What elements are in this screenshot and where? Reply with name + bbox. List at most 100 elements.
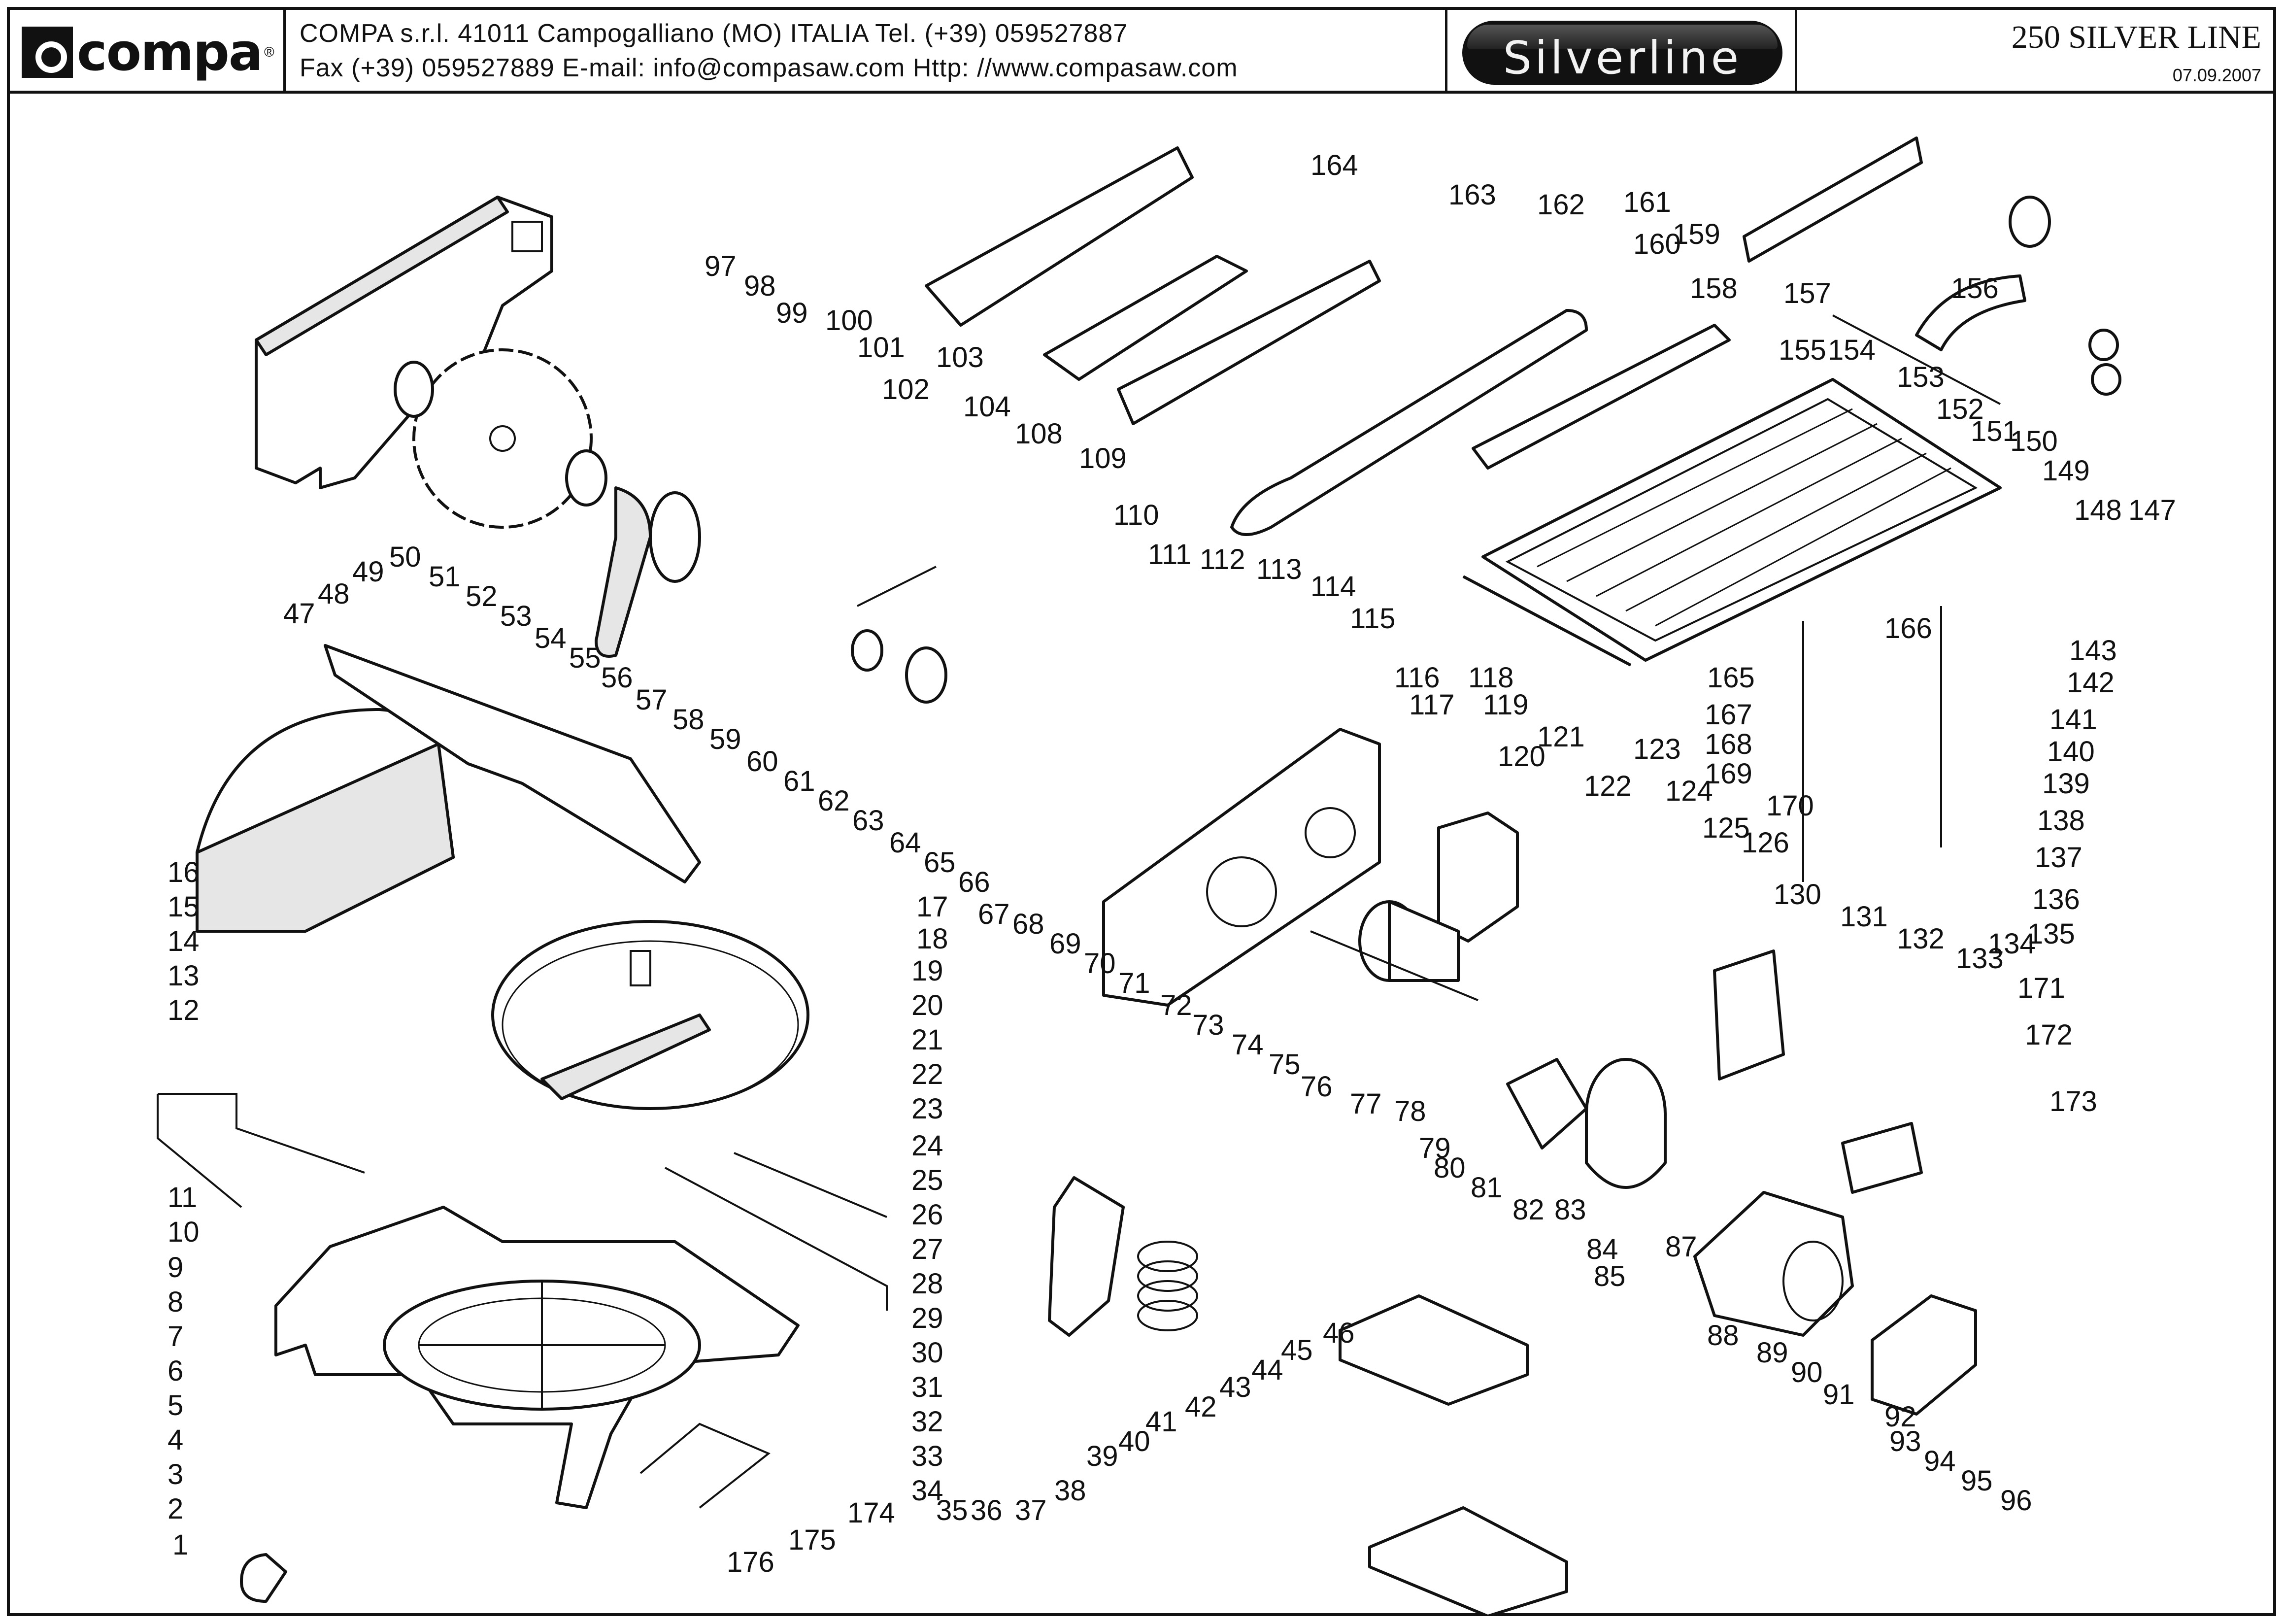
part-number-78: 78 (1394, 1095, 1426, 1127)
part-number-97: 97 (705, 250, 737, 282)
part-number-176: 176 (727, 1546, 774, 1578)
mitre-gauge (1915, 274, 2026, 351)
part-number-19: 19 (911, 955, 943, 987)
left-extension-bar (157, 1093, 365, 1208)
part-number-56: 56 (601, 662, 633, 694)
torsion-spring (1137, 1241, 1198, 1331)
knob-cap (2091, 363, 2121, 396)
part-number-130: 130 (1774, 879, 1821, 911)
part-number-14: 14 (168, 925, 200, 957)
part-number-39: 39 (1086, 1440, 1118, 1472)
part-number-65: 65 (924, 846, 956, 879)
part-number-59: 59 (709, 723, 741, 755)
part-number-11: 11 (168, 1182, 197, 1214)
part-number-8: 8 (168, 1286, 183, 1318)
part-number-55: 55 (569, 642, 601, 674)
part-number-32: 32 (911, 1406, 943, 1438)
address-cell: COMPA s.r.l. 41011 Campogalliano (MO) IT… (286, 10, 1447, 91)
part-number-122: 122 (1584, 770, 1632, 802)
part-number-150: 150 (2010, 425, 2058, 457)
saw-base (274, 1206, 800, 1509)
exploded-view-drawing: 1234567891011121314151617181920212223242… (157, 136, 2176, 1618)
side-cover (1117, 260, 1381, 425)
part-number-118: 118 (1468, 662, 1513, 694)
part-number-25: 25 (911, 1164, 943, 1196)
part-number-41: 41 (1145, 1406, 1177, 1438)
part-number-142: 142 (2067, 667, 2115, 699)
compa-logo: compa ® (22, 27, 274, 78)
part-number-13: 13 (168, 960, 200, 992)
part-number-103: 103 (936, 341, 984, 373)
stator-plate (1506, 1058, 1588, 1150)
rear-extension-bar (639, 1422, 771, 1509)
part-number-62: 62 (818, 785, 850, 817)
part-number-95: 95 (1961, 1465, 1993, 1497)
part-number-81: 81 (1471, 1172, 1503, 1204)
part-number-24: 24 (911, 1130, 943, 1162)
part-number-93: 93 (1889, 1425, 1921, 1457)
part-number-154: 154 (1828, 334, 1876, 366)
saw-blade (412, 348, 593, 529)
part-number-80: 80 (1434, 1152, 1466, 1184)
part-number-143: 143 (2069, 635, 2117, 667)
part-number-88: 88 (1707, 1320, 1739, 1352)
part-number-67: 67 (978, 898, 1010, 930)
part-number-37: 37 (1015, 1494, 1047, 1526)
part-number-169: 169 (1705, 758, 1752, 790)
part-number-26: 26 (911, 1199, 943, 1231)
part-number-68: 68 (1012, 908, 1044, 940)
bearing (851, 629, 883, 672)
brand-cell: Silverline (1447, 10, 1797, 91)
cover-plate (1713, 949, 1785, 1081)
armature (1310, 900, 1478, 1001)
support-bracket (1339, 1294, 1529, 1406)
stator (1585, 1058, 1667, 1189)
part-number-102: 102 (882, 373, 930, 406)
part-number-10: 10 (168, 1216, 200, 1248)
part-number-40: 40 (1118, 1425, 1150, 1457)
part-number-135: 135 (2027, 918, 2075, 950)
part-number-84: 84 (1586, 1233, 1618, 1265)
part-number-57: 57 (636, 684, 668, 716)
part-number-113: 113 (1256, 553, 1302, 585)
part-number-168: 168 (1705, 728, 1752, 760)
part-number-27: 27 (911, 1233, 943, 1265)
part-number-114: 114 (1310, 571, 1356, 603)
part-number-131: 131 (1840, 901, 1888, 933)
part-number-71: 71 (1118, 967, 1150, 999)
part-number-52: 52 (466, 580, 498, 612)
part-number-17: 17 (916, 891, 948, 923)
label-sheet (1841, 1122, 1923, 1194)
part-number-6: 6 (168, 1355, 183, 1387)
part-number-141: 141 (2049, 704, 2097, 736)
part-number-51: 51 (429, 561, 461, 593)
part-number-92: 92 (1884, 1401, 1916, 1433)
part-number-36: 36 (971, 1494, 1003, 1526)
part-number-42: 42 (1185, 1391, 1217, 1423)
part-number-136: 136 (2032, 883, 2080, 915)
part-number-111: 111 (1148, 539, 1191, 571)
logo-cell: compa ® (10, 10, 286, 91)
part-number-96: 96 (2000, 1485, 2032, 1517)
part-number-61: 61 (783, 765, 815, 797)
motor-housing (1102, 728, 1381, 1007)
logo-text: compa (77, 22, 263, 82)
part-number-152: 152 (1936, 393, 1984, 425)
part-number-158: 158 (1690, 272, 1738, 304)
part-number-119: 119 (1483, 689, 1528, 721)
part-number-1: 1 (172, 1529, 188, 1561)
part-number-79: 79 (1419, 1132, 1451, 1164)
address-line-1: COMPA s.r.l. 41011 Campogalliano (MO) IT… (300, 19, 1128, 48)
part-number-153: 153 (1897, 361, 1945, 393)
inner-flange (565, 449, 607, 507)
part-number-20: 20 (911, 989, 943, 1021)
part-number-35: 35 (936, 1494, 968, 1526)
part-number-99: 99 (776, 297, 808, 329)
part-number-156: 156 (1951, 272, 1999, 304)
brush-plate (1437, 812, 1519, 943)
part-number-4: 4 (168, 1424, 183, 1456)
part-number-47: 47 (283, 598, 315, 630)
part-number-34: 34 (911, 1475, 943, 1507)
part-number-157: 157 (1783, 277, 1831, 309)
part-number-21: 21 (911, 1024, 943, 1056)
